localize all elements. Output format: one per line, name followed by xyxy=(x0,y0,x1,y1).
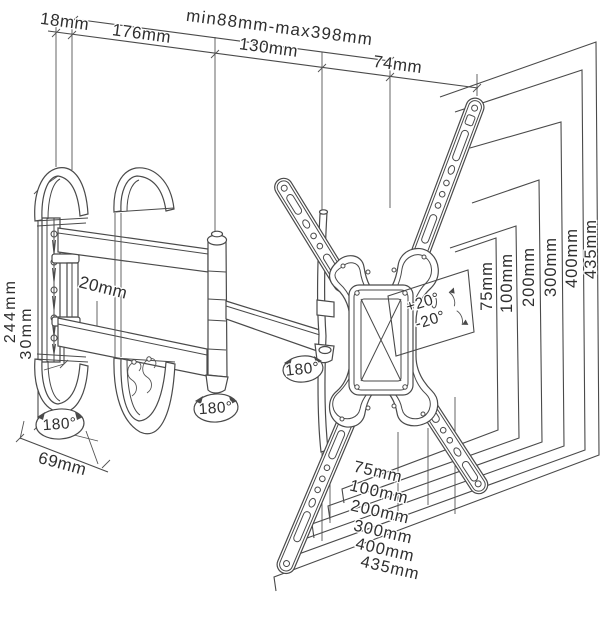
swivel-arm-label: 180° xyxy=(198,399,233,418)
adapter-window xyxy=(360,298,402,382)
spine-flange xyxy=(316,299,335,318)
dimension-labels: 18mm 176mm min88mm-max398mm 130mm 74mm 2… xyxy=(1,5,600,585)
center-pivot-post xyxy=(205,230,229,394)
dim-label-176mm: 176mm xyxy=(111,20,172,47)
swivel-annotation-plate: 180° xyxy=(282,355,324,383)
dim-label-20mm: 20mm xyxy=(77,272,129,302)
swivel-annotation-arm: 180° xyxy=(193,393,239,423)
dim-label-30mm: 30mm xyxy=(18,306,35,359)
vesa-right-300: 300mm xyxy=(542,237,560,297)
dim-label-69mm: 69mm xyxy=(36,448,88,479)
vesa-right-100: 100mm xyxy=(498,253,516,313)
dim-label-18mm: 18mm xyxy=(39,9,90,34)
tilt-bracket-top-cap xyxy=(113,167,175,213)
swivel-wall-label: 180° xyxy=(42,415,77,434)
arm-extension-bar xyxy=(225,300,321,353)
dim-label-74mm: 74mm xyxy=(372,52,423,77)
top-extension-lines xyxy=(47,15,482,232)
vesa-plate xyxy=(328,247,439,428)
swivel-annotation-wall: 180° xyxy=(35,408,85,440)
vesa-strap-top-right xyxy=(411,97,485,261)
dimension-ticks xyxy=(51,15,482,93)
cable-hooks xyxy=(127,356,157,397)
swivel-plate-label: 180° xyxy=(285,359,321,379)
vesa-right-435: 435mm xyxy=(582,219,600,279)
vesa-strap-bottom-left xyxy=(276,413,356,575)
vesa-right-75: 75mm xyxy=(478,261,496,311)
vesa-right-200: 200mm xyxy=(520,247,538,307)
tilt-callout-box xyxy=(387,269,475,357)
tilt-bracket-bottom-cap xyxy=(113,357,176,435)
vesa-plate-assembly xyxy=(274,97,489,575)
vesa-right-400: 400mm xyxy=(563,228,581,288)
dim-label-244mm: 244mm xyxy=(2,279,19,343)
wall-plate-top-cap xyxy=(34,167,89,227)
arm-upper-bar xyxy=(57,227,209,273)
post-lock-nut xyxy=(205,374,229,394)
articulating-arm xyxy=(57,167,321,435)
wall-plate-bottom-cap xyxy=(34,353,89,413)
